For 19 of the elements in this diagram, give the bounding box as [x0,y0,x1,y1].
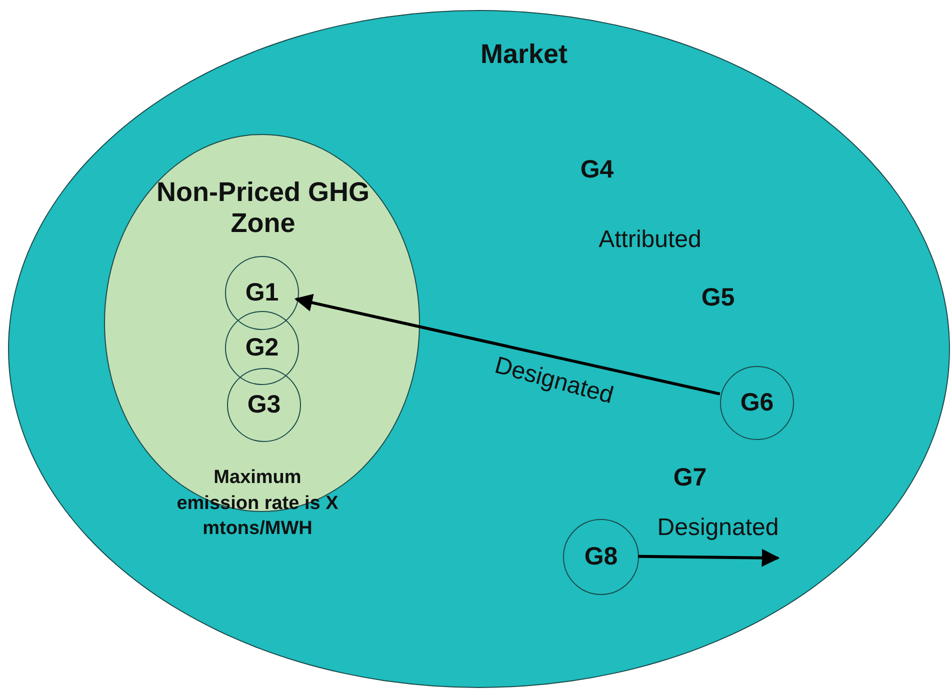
generator-label: G1 [245,278,279,308]
generator-label: G2 [245,334,279,362]
generator-label: G5 [701,284,735,312]
generator-label: G4 [580,156,614,184]
generator-circle [225,311,299,385]
generator-label: G8 [584,542,618,572]
generator-label: G3 [247,390,281,420]
generator-circle [227,368,301,442]
generator-circle [720,366,794,440]
zone-title: Non-Priced GHG Zone [155,177,371,239]
zone-status-label: Attributed [598,226,702,254]
generator-circle [563,519,639,595]
arrow [638,548,780,567]
generator-circle [225,256,299,330]
arrow [294,294,720,396]
generator-label: G7 [673,464,707,492]
edge-label: Designated [657,514,779,542]
market-title: Market [479,39,569,70]
generator-label: G6 [740,388,774,418]
